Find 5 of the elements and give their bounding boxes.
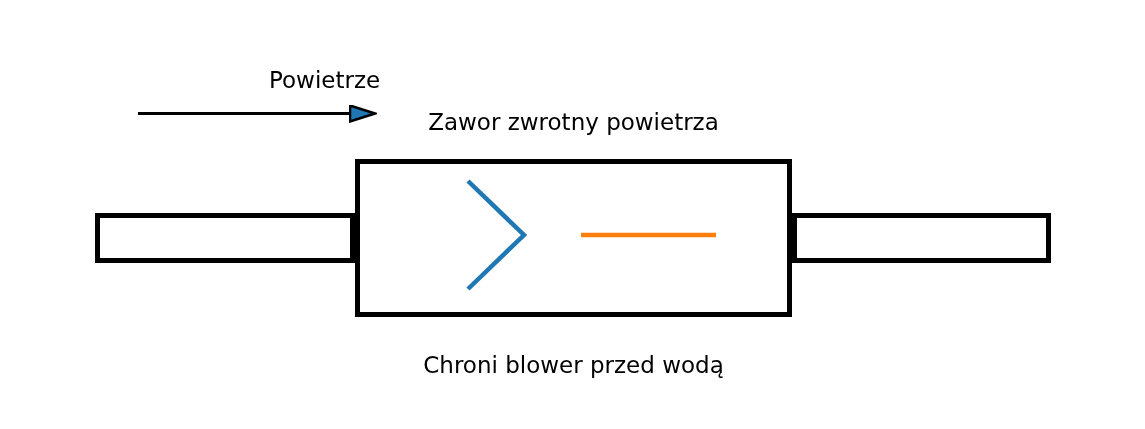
pipe — [95, 213, 355, 263]
pipe — [792, 213, 1051, 263]
valve-title: Zawor zwrotny powietrza — [427, 108, 720, 136]
flow-label: Powietrze — [269, 66, 381, 94]
caption: Chroni blower przed wodą — [422, 351, 725, 379]
